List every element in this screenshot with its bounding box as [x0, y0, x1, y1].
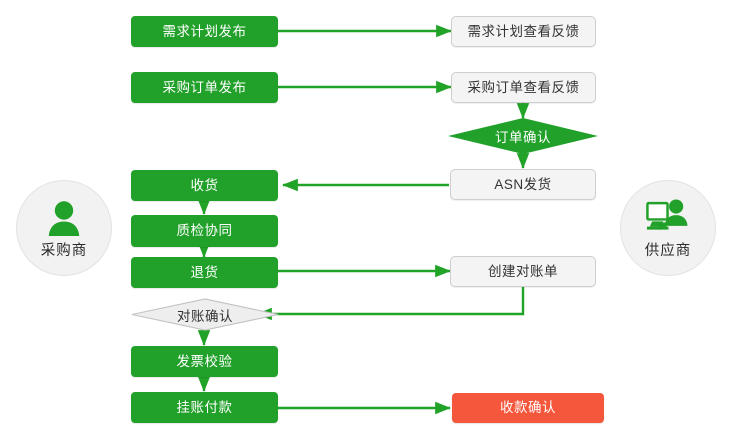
node-create-reconciliation-statement[interactable]: 创建对账单 — [450, 256, 596, 287]
node-label: 收货 — [190, 177, 219, 193]
node-reconciliation-confirm-decision[interactable]: 对账确认 — [131, 298, 279, 331]
user-avatar-icon — [42, 196, 86, 238]
node-payment-receipt-confirm[interactable]: 收款确认 — [452, 393, 604, 423]
actor-buyer-label: 采购商 — [40, 243, 88, 259]
node-label: 质检协同 — [176, 223, 233, 239]
node-label: 收款确认 — [500, 400, 556, 416]
node-asn-shipment[interactable]: ASN发货 — [450, 169, 596, 200]
node-label: 需求计划查看反馈 — [467, 23, 580, 39]
node-label: 需求计划发布 — [162, 23, 247, 39]
node-purchase-order-publish[interactable]: 采购订单发布 — [131, 72, 278, 103]
node-goods-receipt[interactable]: 收货 — [131, 170, 278, 201]
node-invoice-verification[interactable]: 发票校验 — [131, 346, 278, 377]
node-label: 发票校验 — [176, 353, 233, 369]
node-demand-plan-publish[interactable]: 需求计划发布 — [131, 16, 278, 47]
node-order-confirm-decision[interactable]: 订单确认 — [448, 118, 598, 154]
node-demand-plan-view-feedback[interactable]: 需求计划查看反馈 — [451, 16, 596, 47]
node-payable-payment[interactable]: 挂账付款 — [131, 392, 278, 423]
actor-supplier: 供应商 — [620, 180, 716, 276]
node-goods-return[interactable]: 退货 — [131, 257, 278, 288]
node-label: 采购订单查看反馈 — [467, 79, 580, 95]
user-at-computer-icon — [646, 196, 690, 238]
node-label: 对账确认 — [177, 308, 233, 324]
node-label: 订单确认 — [495, 130, 551, 145]
edge-n10-n11 — [256, 287, 525, 321]
node-label: 退货 — [190, 264, 219, 280]
node-label: 创建对账单 — [488, 263, 558, 279]
node-label: 挂账付款 — [176, 399, 233, 415]
node-purchase-order-view-feedback[interactable]: 采购订单查看反馈 — [451, 72, 596, 103]
node-label: ASN发货 — [494, 176, 552, 192]
node-label: 采购订单发布 — [162, 79, 247, 95]
actor-supplier-label: 供应商 — [644, 243, 692, 259]
actor-buyer: 采购商 — [16, 180, 112, 276]
node-quality-inspection-collaboration[interactable]: 质检协同 — [131, 215, 278, 247]
